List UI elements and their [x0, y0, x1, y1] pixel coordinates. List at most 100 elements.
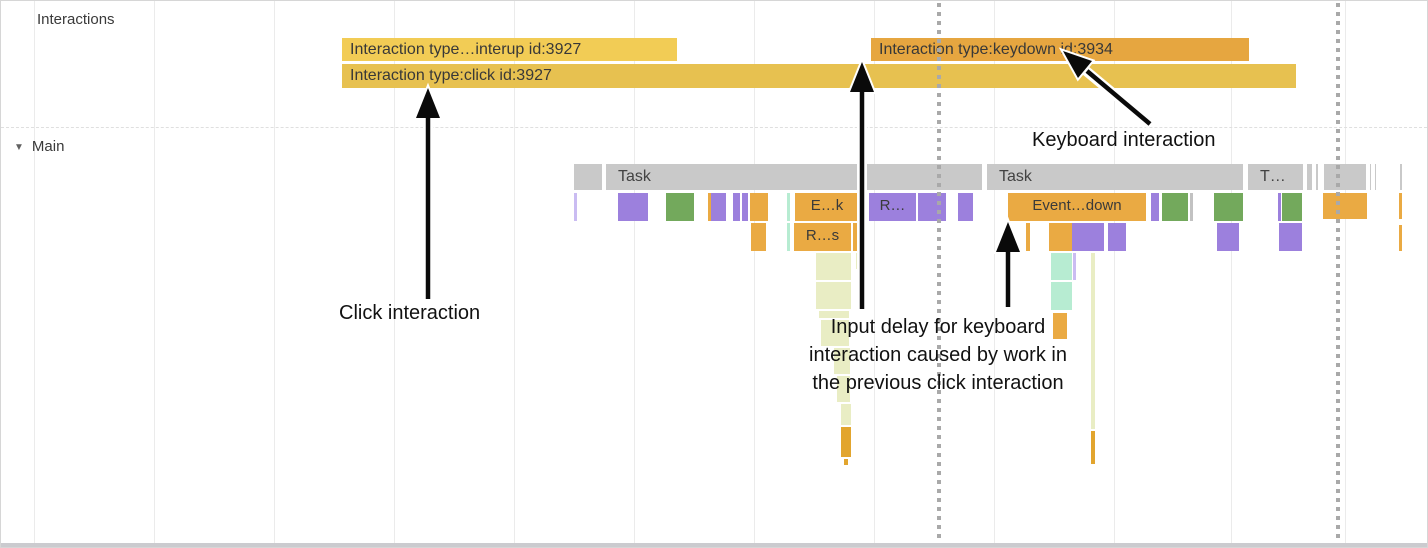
gridline [874, 1, 875, 543]
flame-event[interactable] [1399, 193, 1402, 219]
flame-event[interactable] [834, 348, 850, 374]
flame-event-label: Event…down [1032, 197, 1122, 214]
flame-event[interactable] [751, 223, 766, 251]
interaction-bar[interactable]: Interaction type:keydown id:3934 [871, 38, 1249, 61]
flame-event[interactable] [1399, 225, 1402, 251]
flame-event[interactable] [618, 193, 648, 221]
collapse-triangle-icon[interactable]: ▼ [14, 142, 24, 153]
flame-event[interactable] [708, 193, 711, 221]
task-bar[interactable] [1374, 164, 1377, 190]
flame-event[interactable] [1282, 193, 1302, 221]
flame-event[interactable] [1073, 253, 1076, 280]
flame-event[interactable] [1091, 431, 1095, 464]
flame-event[interactable] [1214, 193, 1243, 221]
flame-event[interactable] [819, 311, 849, 318]
annotation-text-click: Click interaction [339, 302, 481, 324]
flame-event[interactable] [742, 193, 748, 221]
interaction-bar-label: Interaction type:keydown id:3934 [879, 41, 1113, 58]
gridline [34, 1, 35, 543]
flame-event[interactable] [837, 376, 850, 402]
flame-event[interactable]: R…s [794, 223, 851, 251]
flame-event-label: R… [879, 197, 906, 214]
flame-event[interactable] [918, 193, 946, 221]
gridline [154, 1, 155, 543]
gridline [754, 1, 755, 543]
flame-event[interactable] [1051, 253, 1072, 280]
timeline-marker-line [937, 3, 941, 541]
interaction-bar[interactable]: Interaction type:click id:3927 [342, 64, 1296, 88]
flame-event[interactable]: E…k [795, 193, 859, 221]
task-bar[interactable] [1369, 164, 1372, 190]
flame-event[interactable] [958, 193, 973, 221]
flame-event[interactable] [733, 193, 740, 221]
flame-event[interactable] [1162, 193, 1188, 221]
flame-event[interactable] [711, 193, 726, 221]
annotation-input-delay-line3: the previous click interaction [812, 372, 1064, 394]
annotation-text-input-delay: Input delay for keyboard interaction cau… [770, 313, 1106, 397]
flame-event[interactable] [816, 253, 851, 280]
flame-event[interactable] [1190, 193, 1193, 221]
flame-event[interactable] [859, 223, 863, 251]
flame-event[interactable] [860, 193, 864, 221]
interaction-bar-label: Interaction type…interup id:3927 [350, 41, 582, 58]
flame-event[interactable] [853, 223, 858, 251]
task-bar[interactable] [573, 164, 603, 190]
flame-event[interactable]: Event…down [1008, 193, 1146, 221]
task-bar-label: T… [1260, 168, 1286, 185]
flame-event[interactable] [1051, 282, 1072, 310]
task-bar[interactable] [1399, 164, 1403, 190]
annotation-input-delay-line1: Input delay for keyboard [830, 316, 1046, 338]
gridline [394, 1, 395, 543]
task-bar[interactable]: T… [1247, 164, 1304, 190]
flame-event[interactable] [1049, 223, 1072, 251]
task-bar[interactable] [1315, 164, 1319, 190]
flame-event[interactable] [1279, 223, 1302, 251]
flame-event[interactable] [856, 253, 862, 269]
flame-event[interactable] [750, 193, 768, 221]
flame-event[interactable] [816, 282, 851, 309]
flame-event[interactable] [1323, 193, 1367, 219]
flame-event[interactable] [574, 193, 577, 221]
gridline [994, 1, 995, 543]
flame-event[interactable] [787, 193, 790, 221]
track-separator [1, 127, 1427, 128]
gridline [1345, 1, 1346, 543]
flame-event[interactable]: R… [869, 193, 916, 221]
flame-event[interactable] [1091, 253, 1095, 429]
flame-event[interactable] [841, 404, 851, 425]
bottom-scrollbar-track[interactable] [1, 543, 1427, 547]
interaction-bar[interactable]: Interaction type…interup id:3927 [342, 38, 677, 61]
interaction-bar-label: Interaction type:click id:3927 [350, 67, 552, 84]
flame-event[interactable] [844, 459, 848, 465]
task-bar-label: Task [618, 168, 651, 185]
flame-event[interactable] [1026, 223, 1030, 251]
flame-event[interactable] [841, 427, 851, 457]
task-bar[interactable]: Task [605, 164, 983, 190]
gridline [1231, 1, 1232, 543]
gridline [514, 1, 515, 543]
flame-event[interactable] [666, 193, 694, 221]
flame-event[interactable] [1072, 223, 1104, 251]
annotation-input-delay-line2: interaction caused by work in [809, 344, 1067, 366]
flame-event[interactable] [787, 223, 790, 251]
flame-event[interactable] [1151, 193, 1159, 221]
flame-event-label: E…k [810, 197, 844, 214]
task-bar-label: Task [999, 168, 1032, 185]
flame-event[interactable] [1053, 313, 1067, 339]
task-bar[interactable] [1323, 164, 1367, 190]
flame-event-label: R…s [805, 227, 840, 244]
interactions-track-label: Interactions [37, 11, 115, 28]
flame-event[interactable] [821, 320, 849, 346]
flame-event[interactable] [1278, 193, 1281, 221]
annotation-text-keyboard: Keyboard interaction [1032, 129, 1216, 151]
task-bar[interactable]: Task [986, 164, 1244, 190]
main-track-header[interactable]: ▼ Main [14, 138, 64, 155]
flame-event[interactable] [1217, 223, 1239, 251]
task-bar[interactable] [1306, 164, 1313, 190]
main-track-label: Main [31, 138, 65, 155]
flame-event[interactable] [1108, 223, 1126, 251]
